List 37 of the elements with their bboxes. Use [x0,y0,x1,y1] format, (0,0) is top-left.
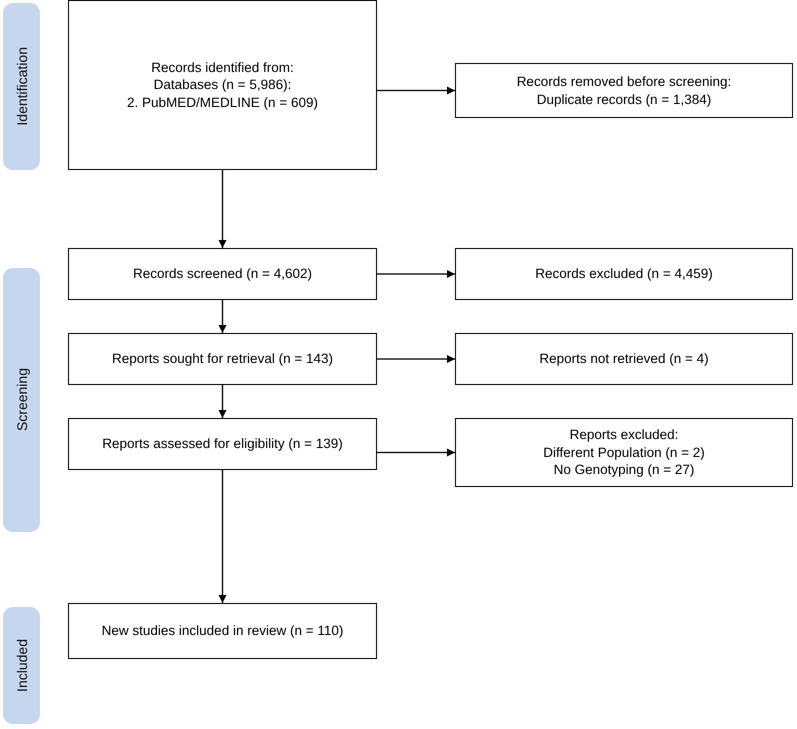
box-text: New studies included in review (n = 110) [102,622,344,640]
phase-label: Screening [14,368,30,432]
box-text: No Genotyping (n = 27) [554,461,694,479]
box-text: Records identified from: [151,58,294,76]
box-text: Records screened (n = 4,602) [133,265,312,283]
box-text: Reports excluded: [570,426,678,444]
arrow [218,470,226,603]
box-text: Records excluded (n = 4,459) [535,265,713,283]
process-box [68,603,377,659]
box-text: Databases (n = 5,986): [154,76,292,94]
arrow [377,86,455,94]
phase-band [3,607,40,724]
process-box [68,418,377,470]
process-box [455,63,793,118]
phase-label: Identification [14,47,30,126]
phase-label: Included [14,639,30,692]
arrow [218,385,226,418]
box-text: Reports sought for retrieval (n = 143) [112,350,333,368]
arrow [377,355,455,363]
arrow [218,170,226,248]
process-box [455,248,793,300]
box-text: Duplicate records (n = 1,384) [536,90,712,108]
box-text: Records removed before screening: [516,72,732,90]
arrow [218,300,226,333]
box-text: Reports assessed for eligibility (n = 139) [102,435,343,453]
box-text: Different Population (n = 2) [543,444,705,462]
box-text: 2. PubMED/MEDLINE (n = 609) [127,94,318,112]
process-box [455,333,793,385]
phase-band [3,268,40,532]
process-box [455,418,793,487]
process-box [68,333,377,385]
process-box [68,0,377,170]
box-text: Reports not retrieved (n = 4) [539,350,709,368]
arrow [377,270,455,278]
phase-band [3,3,40,170]
arrow [377,448,455,456]
process-box [68,248,377,300]
